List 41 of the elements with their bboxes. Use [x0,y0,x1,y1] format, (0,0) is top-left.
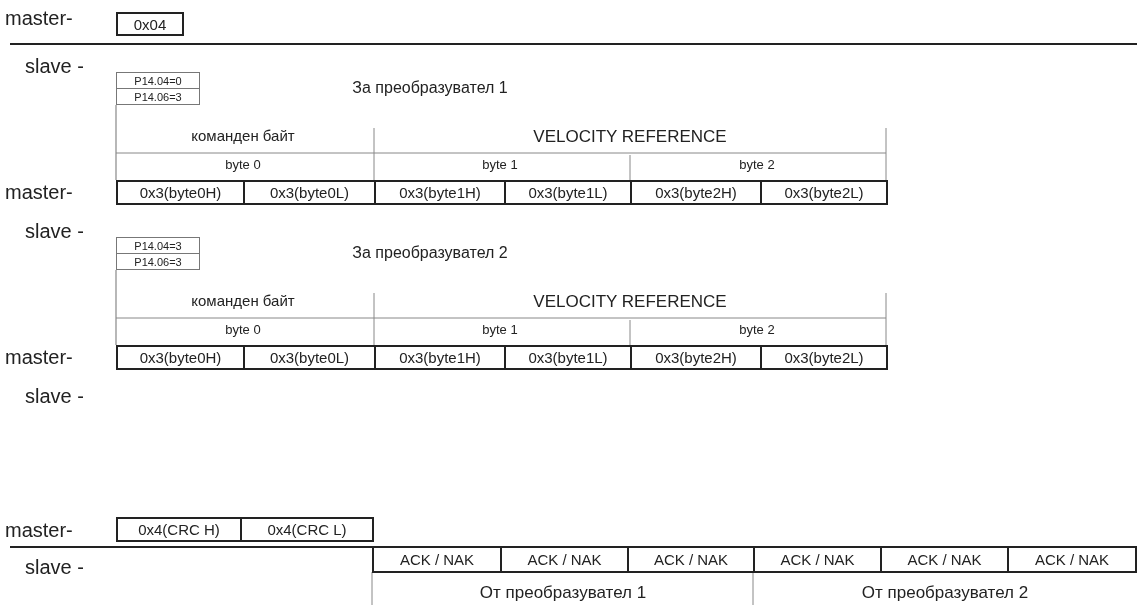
line-label: slave - [25,221,84,241]
line-label: master- [5,347,73,367]
caption-text: За преобразувател 2 [351,245,509,261]
byte-label: byte 1 [481,323,519,336]
ack-cell: ACK / NAK [1007,546,1137,573]
caption-text: От преобразувател 2 [860,584,1030,601]
byte-label: byte 2 [738,158,776,171]
byte-label: byte 0 [224,158,262,171]
byte-label: byte 0 [224,323,262,336]
packet-cell: 0x3(byte1L) [504,345,632,370]
field-label: команден байт [190,293,296,308]
packet-cell: 0x4(CRC L) [240,517,374,542]
packet-cell: 0x3(byte2H) [630,345,762,370]
packet-cell: 0x3(byte0H) [116,180,245,205]
line-label: slave - [25,557,84,577]
line-label: master- [5,8,73,28]
packet-cell: 0x3(byte1H) [374,345,506,370]
field-label: команден байт [190,128,296,143]
parameter-cell: P14.06=3 [116,253,200,270]
packet-cell: 0x3(byte2H) [630,180,762,205]
packet-cell: 0x3(byte0L) [243,180,376,205]
packet-cell: 0x3(byte1H) [374,180,506,205]
packet-cell: 0x3(byte0H) [116,345,245,370]
byte-label: byte 2 [738,323,776,336]
packet-cell: 0x3(byte1L) [504,180,632,205]
field-label: VELOCITY REFERENCE [532,128,728,145]
parameter-cell: P14.06=3 [116,88,200,105]
packet-cell: 0x4(CRC H) [116,517,242,542]
packet-cell: 0x3(byte2L) [760,345,888,370]
byte-label: byte 1 [481,158,519,171]
packet-cell: 0x04 [116,12,184,36]
line-label: master- [5,520,73,540]
packet-cell: 0x3(byte0L) [243,345,376,370]
line-label: slave - [25,386,84,406]
caption-text: От преобразувател 1 [478,584,648,601]
ack-cell: ACK / NAK [372,546,502,573]
line-label: slave - [25,56,84,76]
caption-text: За преобразувател 1 [351,80,509,96]
field-label: VELOCITY REFERENCE [532,293,728,310]
packet-cell: 0x3(byte2L) [760,180,888,205]
line-label: master- [5,182,73,202]
